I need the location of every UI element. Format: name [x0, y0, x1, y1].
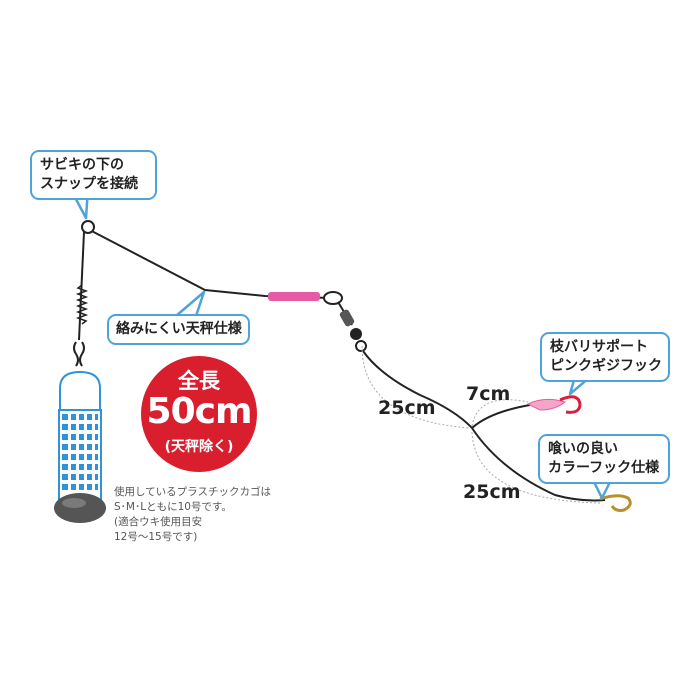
short-branch-length: 7cm — [466, 383, 511, 405]
upper-branch-line — [471, 404, 531, 429]
snap-ring — [81, 220, 95, 234]
tenbin-arm — [81, 225, 331, 299]
dimension-arc-lower — [471, 431, 601, 504]
main-leader — [362, 350, 473, 429]
pink-feather — [526, 398, 567, 411]
plastic-basket — [58, 370, 102, 503]
basket-note-line-3: (適合ウキ使用目安 — [114, 516, 203, 528]
lower-hook-callout: 喰いの良い カラーフック仕様 — [538, 434, 670, 484]
upper-hook-callout-line-1: 枝バリサポート — [550, 339, 648, 355]
upper-branch-length: 25cm — [378, 397, 436, 419]
badge-note: (天秤除く) — [164, 439, 234, 455]
snap-callout-line-1: サビキの下の — [40, 157, 124, 173]
upper-hook-callout: 枝バリサポート ピンクギジフック — [540, 332, 670, 382]
total-length-badge: 全長 50cm (天秤除く) — [141, 356, 257, 472]
badge-value: 50cm — [146, 391, 253, 432]
pink-tube — [268, 292, 320, 301]
tenbin-callout-text: 絡みにくい天秤仕様 — [116, 321, 242, 337]
basket-note-line-1: 使用しているプラスチックカゴは — [114, 486, 271, 498]
swivel-assembly — [323, 291, 367, 352]
dimension-arc-short — [471, 399, 529, 427]
lower-hook-callout-line-2: カラーフック仕様 — [548, 460, 660, 476]
badge-label: 全長 — [178, 369, 220, 393]
gold-hook — [599, 494, 632, 512]
basket-swivel — [73, 341, 85, 367]
basket-note: 使用しているプラスチックカゴは S･M･Lともに10号です。 (適合ウキ使用目安… — [114, 485, 271, 545]
dimension-arc-upper — [361, 345, 471, 429]
lower-hook-callout-line-1: 喰いの良い — [548, 441, 618, 457]
snap-callout-line-2: スナップを接続 — [40, 176, 138, 192]
spring-coil — [75, 284, 89, 325]
basket-note-line-2: S･M･Lともに10号です。 — [114, 501, 232, 513]
pink-hook — [559, 395, 582, 414]
snap-callout: サビキの下の スナップを接続 — [30, 150, 157, 200]
tenbin-callout: 絡みにくい天秤仕様 — [107, 314, 250, 345]
basket-note-line-4: 12号〜15号です) — [114, 531, 198, 543]
lower-leader — [471, 427, 606, 502]
sinker-weight — [54, 493, 106, 523]
upper-hook-callout-line-2: ピンクギジフック — [550, 358, 662, 374]
lower-branch-length: 25cm — [463, 481, 521, 503]
